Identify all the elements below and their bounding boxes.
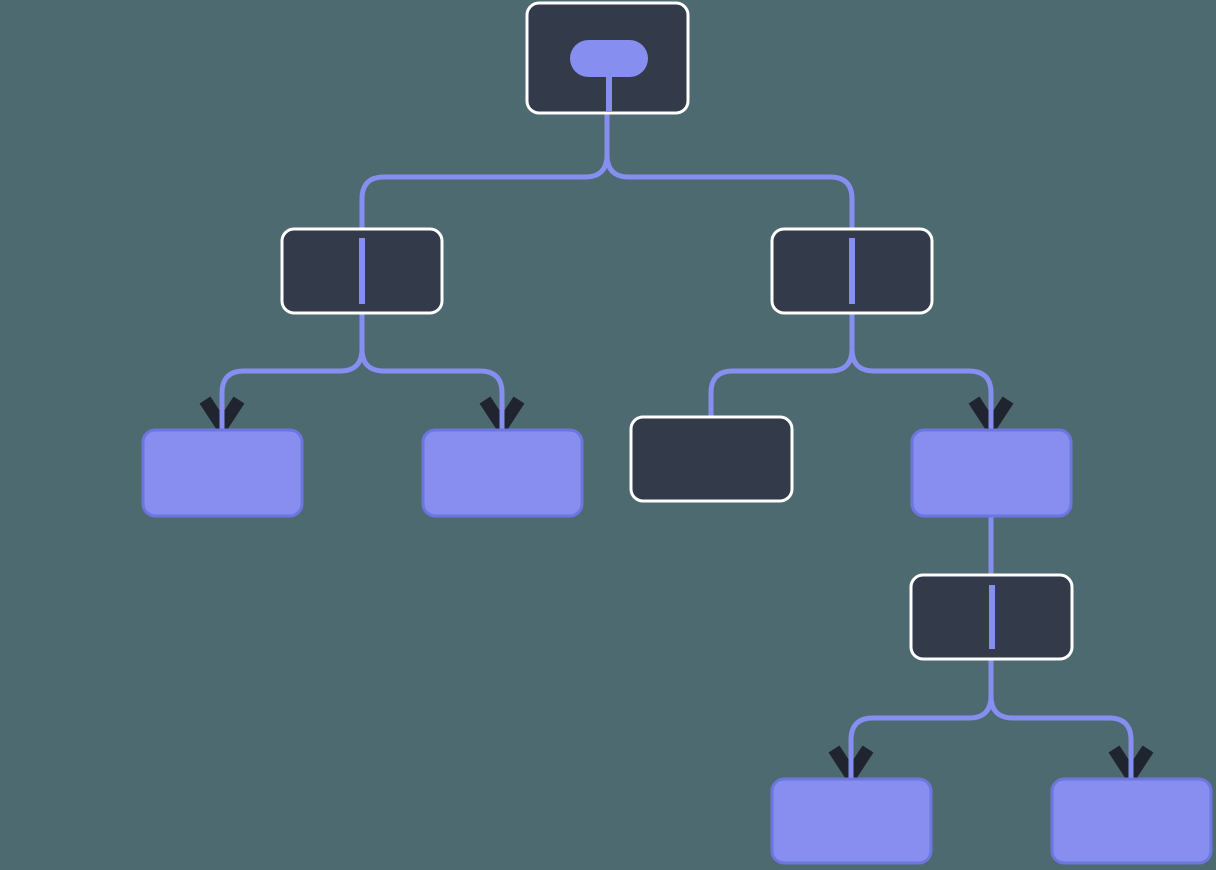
root-node[interactable] bbox=[525, 1, 690, 115]
leaf-node-b[interactable] bbox=[421, 428, 584, 518]
level2-right-node[interactable] bbox=[770, 227, 934, 315]
level3-dark-node[interactable] bbox=[629, 415, 794, 503]
leaf-node-f[interactable] bbox=[1050, 777, 1213, 865]
accent-node-body bbox=[141, 428, 304, 518]
level2-left-node[interactable] bbox=[280, 227, 444, 315]
accent-node-body bbox=[421, 428, 584, 518]
vertical-bar-glyph bbox=[989, 585, 995, 649]
leaf-node-e[interactable] bbox=[770, 777, 933, 865]
accent-node-body bbox=[910, 428, 1073, 518]
accent-node-body bbox=[1050, 777, 1213, 865]
node-layer bbox=[141, 1, 1213, 865]
edge-level4-to-leaf-f bbox=[988, 617, 1134, 779]
arrow-marker-layer bbox=[199, 394, 1154, 787]
edge-level2-right-to-branch bbox=[849, 271, 994, 430]
edge-root-to-level2-right bbox=[604, 58, 855, 229]
dark-node-body bbox=[629, 415, 794, 503]
pill-stem bbox=[606, 75, 612, 111]
edge-level2-left-to-leaf-b bbox=[359, 271, 505, 430]
pill-glyph bbox=[570, 40, 648, 77]
branch-node-d[interactable] bbox=[910, 428, 1073, 518]
vertical-bar-glyph bbox=[359, 238, 365, 304]
leaf-node-a[interactable] bbox=[141, 428, 304, 518]
level4-dark-node[interactable] bbox=[909, 573, 1074, 661]
vertical-bar-glyph bbox=[849, 238, 855, 304]
accent-node-body bbox=[770, 777, 933, 865]
edge-layer bbox=[219, 58, 1134, 779]
